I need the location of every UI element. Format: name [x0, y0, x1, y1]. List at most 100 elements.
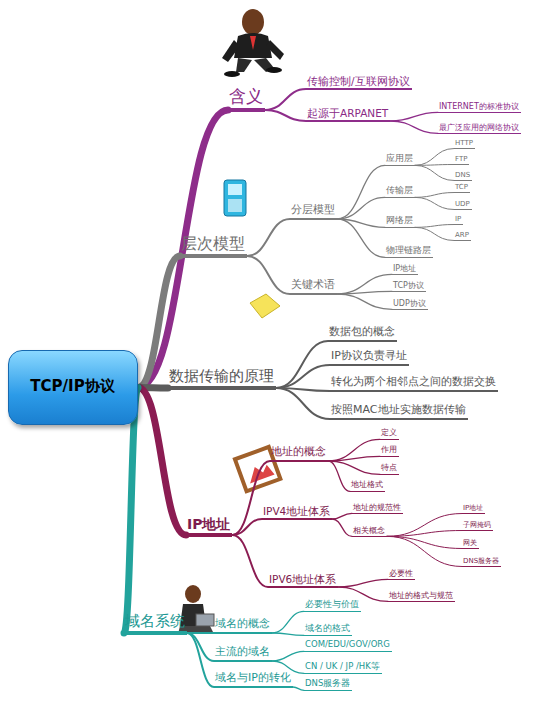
topic-text: 关键术语 [291, 279, 335, 292]
branch-connector [272, 651, 304, 661]
sub-topic: IP协议负责寻址 [330, 350, 409, 366]
topic-text: CN / UK / JP /HK等 [305, 662, 380, 672]
branch-connector [338, 579, 388, 587]
topic-text: FTP [455, 155, 467, 163]
topic-text: 网关 [463, 539, 477, 547]
topic-text: IP协议负责寻址 [331, 350, 407, 363]
topic-text: IP地址 [393, 264, 416, 273]
topic-text: 按照MAC地址实施数据传输 [331, 404, 466, 417]
detail-topic: 最广泛应用的网络协议 [438, 123, 521, 134]
detail-topic: 必要性与价值 [304, 600, 361, 612]
person-shoe [266, 67, 282, 73]
branch-connector [232, 519, 262, 535]
branch-connector [187, 633, 214, 687]
detail-topic: 地址的规范性 [352, 503, 403, 514]
detail-topic: 定义 [380, 429, 399, 440]
topic-text: 域名的格式 [305, 624, 350, 634]
main-branch-topic: 数据传输的原理 [168, 368, 276, 390]
detail-topic: 网络层 [385, 216, 415, 228]
branch-connector [415, 149, 454, 166]
sub-topic: IPV4地址体系 [262, 505, 332, 520]
topic-text: 地址格式 [351, 481, 383, 490]
branch-connector [387, 514, 462, 537]
branch-connector [390, 112, 438, 121]
person-arm [266, 40, 284, 60]
topic-text: 转化为两个相邻点之间的数据交换 [331, 376, 496, 389]
topic-text: 地址的规范性 [353, 503, 401, 512]
branch-connector [232, 461, 270, 535]
detail-topic: 必要性 [388, 569, 415, 580]
detail-topic: IP地址 [392, 264, 418, 275]
person-arm [222, 40, 240, 62]
main-branch-topic: 含义 [228, 87, 265, 112]
topic-text: ARP [455, 231, 469, 239]
topic-text: 网络层 [386, 216, 413, 226]
topic-text: 起源于ARPANET [307, 107, 388, 119]
branch-connector [338, 587, 388, 601]
branch-connector [387, 536, 462, 566]
detail-topic: 作用 [380, 446, 399, 457]
topic-text: 必要性 [389, 569, 413, 578]
main-branch-topic: IP地址 [186, 516, 232, 537]
topic-text: 域名与IP的转化 [215, 672, 291, 685]
leaf-topic: HTTP [454, 139, 475, 149]
branch-connector [247, 256, 290, 294]
detail-topic: 相关概念 [352, 526, 387, 537]
topic-text: TCP协议 [393, 281, 424, 290]
branch-connector [337, 274, 392, 294]
phone-screen [228, 184, 242, 195]
topic-text: 数据传输的原理 [169, 368, 274, 385]
sub-topic: 域名的概念 [214, 618, 272, 634]
leaf-topic: TCP [454, 183, 470, 193]
branch-connector [328, 439, 380, 461]
topic-text: IP地址 [463, 504, 483, 512]
topic-text: 相关概念 [353, 526, 385, 535]
topic-text: UDP [455, 200, 470, 208]
topic-text: 域名系统 [125, 613, 185, 630]
sub-topic: 传输控制/互联网协议 [306, 75, 412, 90]
leaf-topic: 子网掩码 [462, 521, 493, 531]
sub-topic: 主流的域名 [214, 646, 272, 662]
branch-connector [332, 519, 352, 536]
detail-topic: TCP协议 [392, 281, 426, 292]
branch-connector [337, 294, 392, 309]
leaf-topic: DNS [454, 171, 472, 181]
branch-connector [415, 165, 454, 180]
leaf-topic: 网关 [462, 539, 479, 549]
branch-connector [415, 197, 454, 209]
leaf-topic: DNS服务器 [462, 557, 501, 567]
note-illustration [250, 294, 280, 318]
branch-connector [328, 456, 380, 461]
detail-topic: 应用层 [385, 154, 415, 166]
businessman-illustration [222, 9, 284, 77]
topic-text: 子网掩码 [463, 521, 491, 529]
topic-text: DNS服务器 [463, 557, 499, 565]
central-topic: TCP/IP协议 [8, 350, 138, 425]
topic-text: 必要性与价值 [305, 600, 359, 610]
topic-text: 数据包的概念 [329, 326, 395, 339]
topic-text: IP地址 [187, 516, 230, 532]
branch-connector [276, 341, 328, 388]
branch-connector [337, 165, 385, 219]
phone-keypad [228, 199, 242, 212]
branch-connector [337, 219, 385, 257]
branch-connector [387, 536, 462, 548]
topic-text: HTTP [455, 139, 473, 147]
person-head [242, 9, 264, 35]
branch-connector [390, 121, 438, 133]
detail-topic: UDP协议 [392, 299, 428, 310]
branch-connector [247, 219, 290, 256]
leaf-topic: UDP [454, 200, 472, 210]
detail-topic: CN / UK / JP /HK等 [304, 662, 382, 674]
leaf-topic: FTP [454, 155, 469, 165]
sub-topic: 分层模型 [290, 204, 337, 220]
branch-connector [272, 611, 304, 633]
branch-connector [415, 193, 454, 198]
person-leg [236, 58, 252, 72]
sub-topic: 关键术语 [290, 279, 337, 295]
topic-text: 分层模型 [291, 204, 335, 217]
topic-text: UDP协议 [393, 299, 426, 308]
topic-text: 特点 [381, 464, 397, 473]
main-branch-topic: 域名系统 [124, 613, 187, 635]
